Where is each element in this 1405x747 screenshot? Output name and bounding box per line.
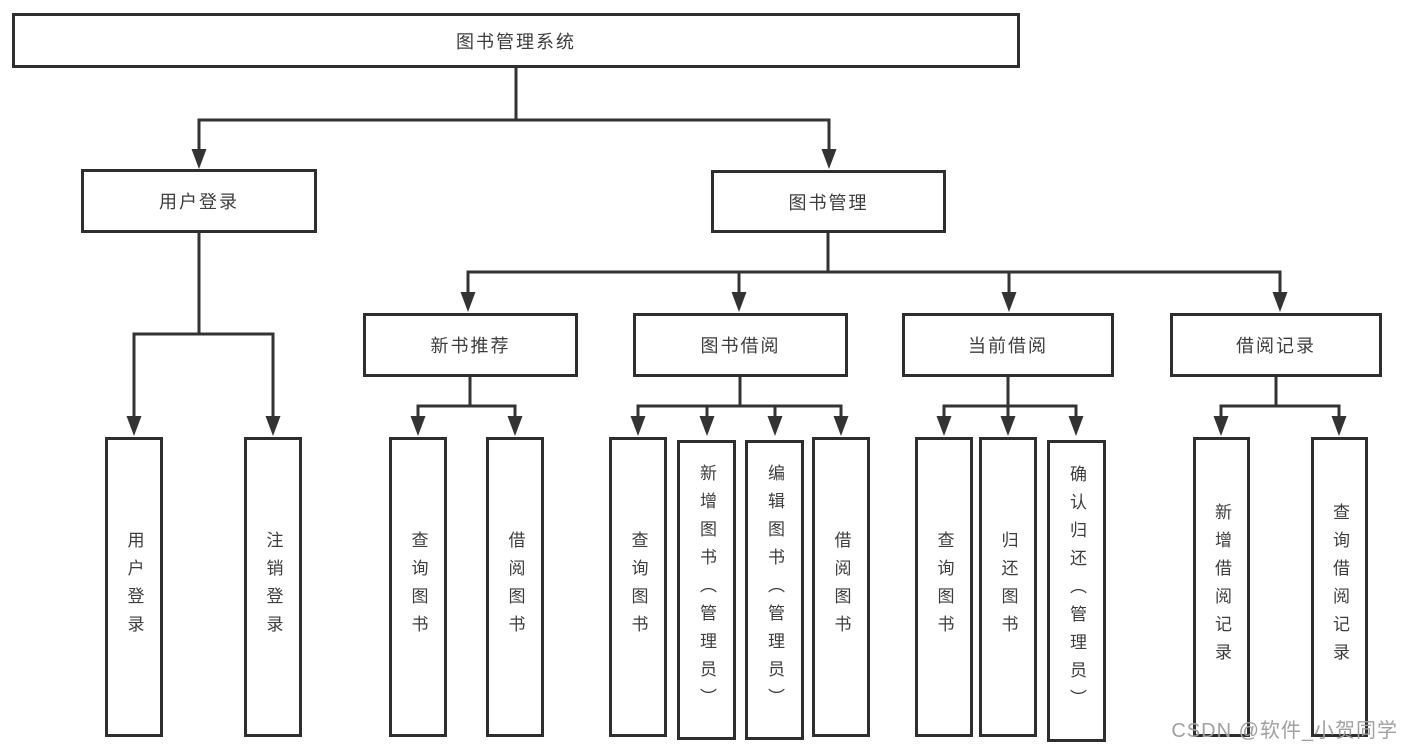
leaf-add-books-admin: 新增图书（管理员）: [677, 440, 736, 740]
leaf-user-login: 用户登录: [105, 437, 163, 737]
csdn-watermark: CSDN @软件_小贺同学: [1171, 720, 1398, 742]
leaf-query-books-recommendation: 查询图书: [389, 437, 447, 737]
node-book-management: 图书管理: [711, 170, 946, 233]
leaf-query-books-borrowing: 查询图书: [609, 437, 667, 737]
node-borrowing-records: 借阅记录: [1170, 313, 1382, 377]
leaf-borrow-books: 借阅图书: [812, 437, 870, 737]
leaf-query-borrow-record: 查询借阅记录: [1311, 437, 1368, 737]
node-book-borrowing: 图书借阅: [633, 313, 848, 377]
leaf-logout: 注销登录: [244, 437, 302, 737]
node-current-borrowing: 当前借阅: [902, 313, 1114, 377]
node-user-login: 用户登录: [81, 169, 317, 233]
leaf-edit-books-admin: 编辑图书（管理员）: [745, 440, 804, 740]
node-new-book-recommendation: 新书推荐: [363, 313, 578, 377]
leaf-add-borrow-record: 新增借阅记录: [1193, 437, 1250, 737]
node-library-management-system: 图书管理系统: [12, 13, 1020, 68]
leaf-return-books: 归还图书: [979, 437, 1037, 737]
leaf-confirm-return-admin: 确认归还（管理员）: [1047, 440, 1106, 742]
leaf-query-books-current: 查询图书: [915, 437, 973, 737]
leaf-borrow-books-recommendation: 借阅图书: [486, 437, 544, 737]
